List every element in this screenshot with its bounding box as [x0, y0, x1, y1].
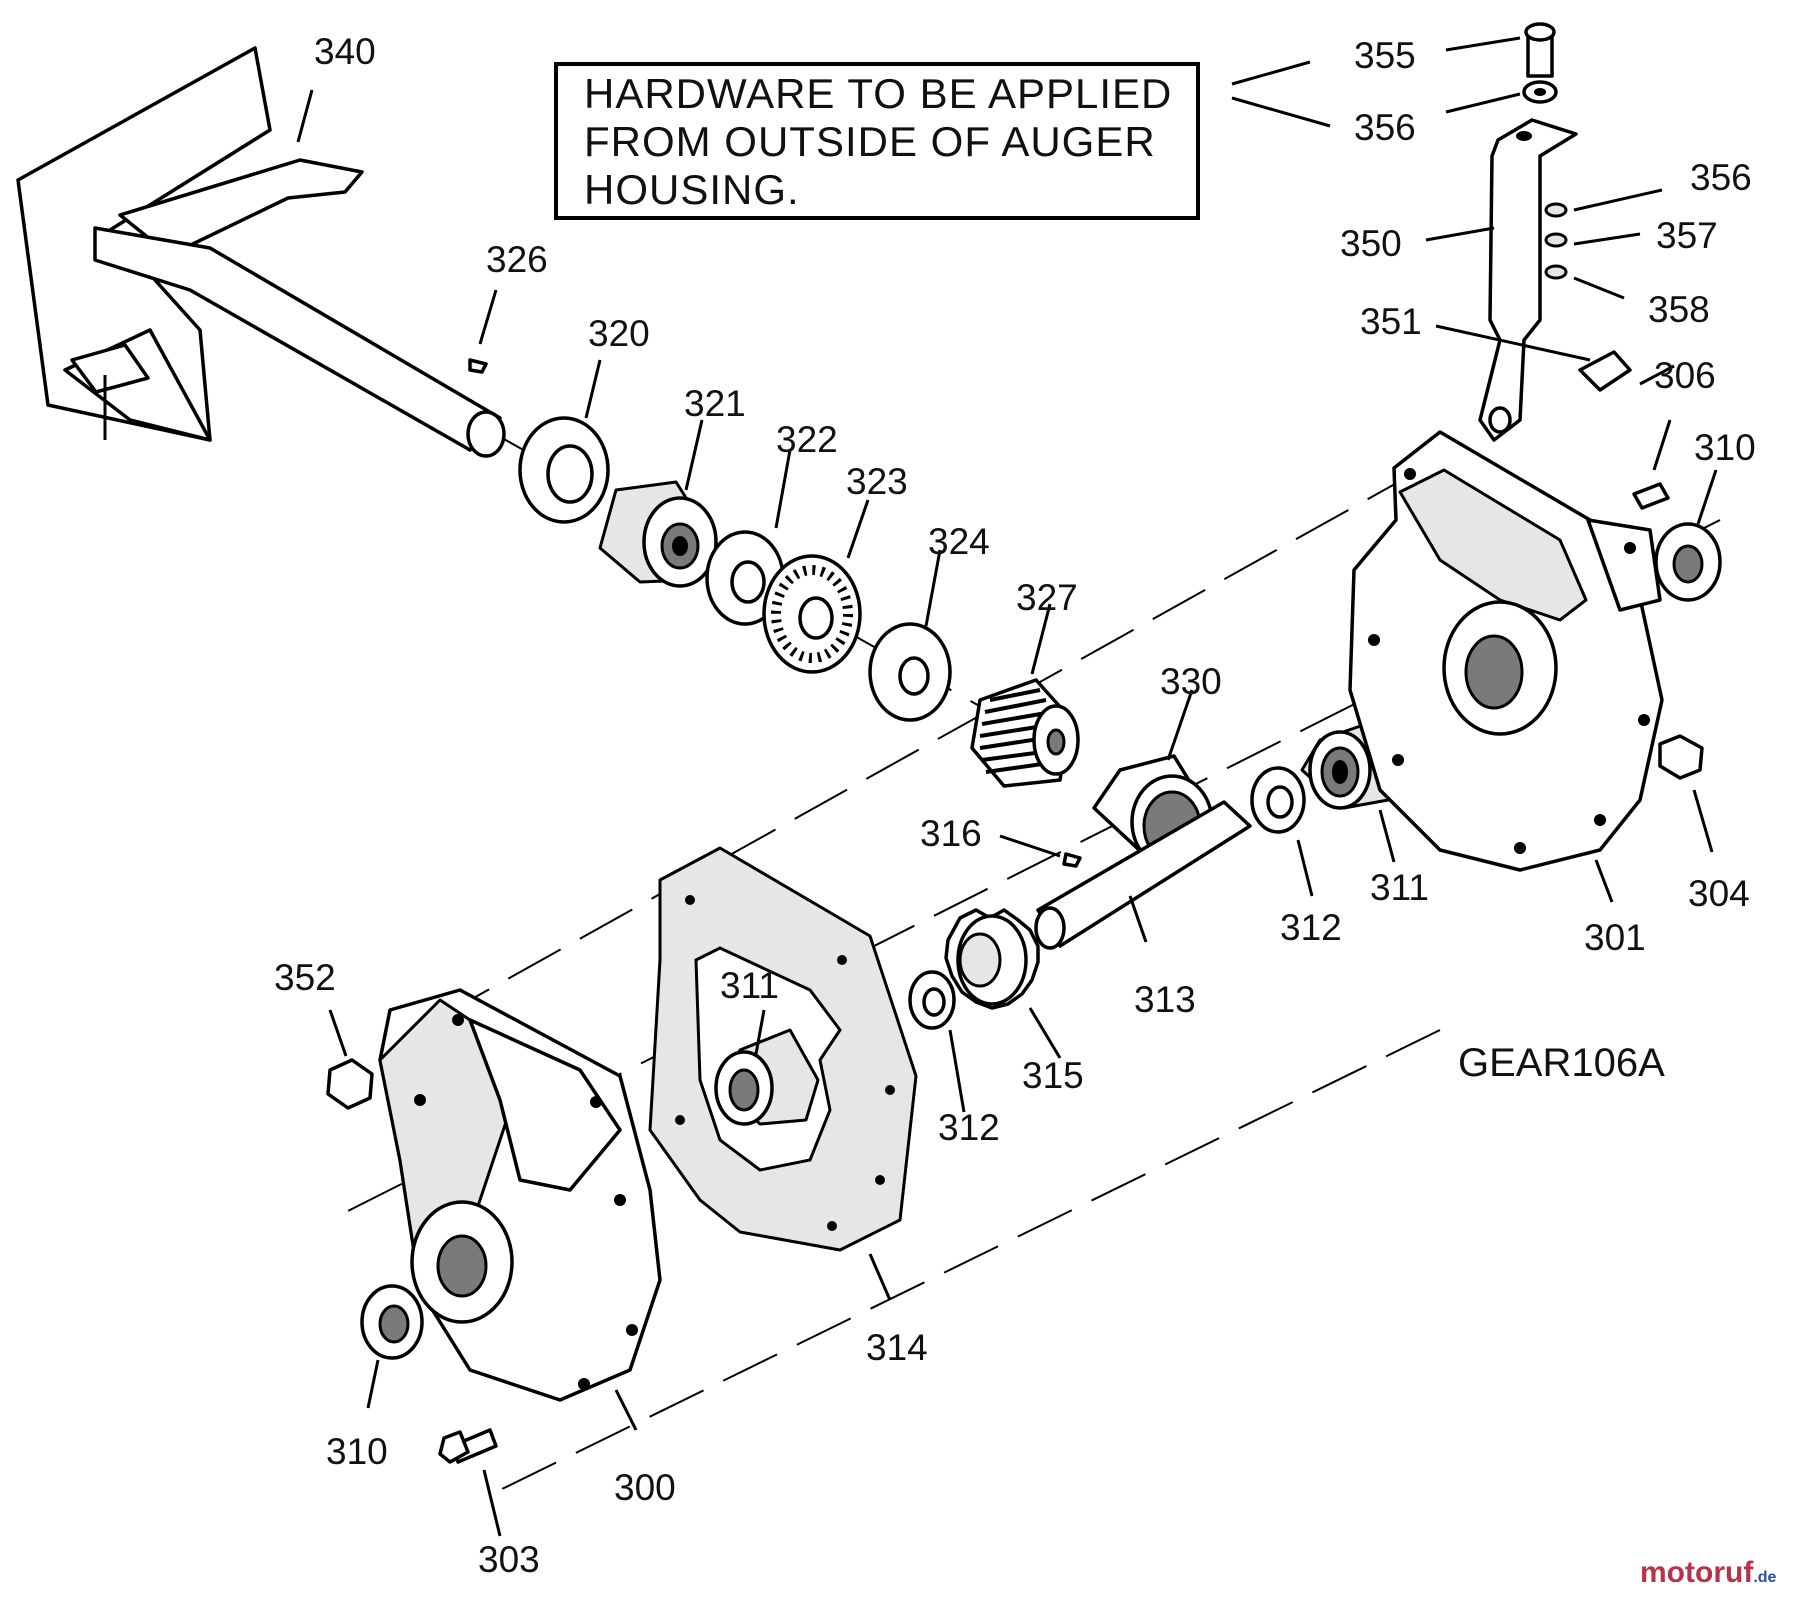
- label-327: 327: [1016, 577, 1078, 618]
- label-303: 303: [478, 1539, 540, 1580]
- washer-312-upper: [1250, 766, 1306, 834]
- bracket-350: [1478, 118, 1578, 442]
- thrust-bearing-323: [762, 554, 862, 674]
- label-330: 330: [1160, 661, 1222, 702]
- label-351: 351: [1360, 301, 1422, 342]
- gear-housing-300: [378, 988, 662, 1402]
- washer-312-lower: [908, 970, 956, 1030]
- label-340: 340: [314, 31, 376, 72]
- watermark-brand: motoruf: [1640, 1556, 1754, 1589]
- axis-upper-bolts: [469, 469, 1421, 1001]
- note-line-1: HARDWARE TO BE APPLIED: [584, 70, 1172, 117]
- note-line-3: HOUSING.: [584, 166, 800, 213]
- nut-304: [1658, 734, 1704, 780]
- label-352: 352: [274, 957, 336, 998]
- label-306: 306: [1654, 355, 1716, 396]
- label-312-lower: 312: [938, 1107, 1000, 1148]
- svg-text:motoruf.de: motoruf.de: [1640, 1556, 1777, 1589]
- bearing-310-right: [1654, 522, 1722, 602]
- label-322: 322: [776, 419, 838, 460]
- label-312-upper: 312: [1280, 907, 1342, 948]
- screw-306: [1632, 482, 1670, 510]
- label-321: 321: [684, 383, 746, 424]
- label-324: 324: [928, 521, 990, 562]
- diagram-code: GEAR106A: [1458, 1041, 1665, 1085]
- key-326: [468, 358, 488, 374]
- watermark-suffix: .de: [1753, 1569, 1776, 1586]
- washer-324: [868, 622, 952, 722]
- label-326: 326: [486, 239, 548, 280]
- label-357: 357: [1656, 215, 1718, 256]
- auger-assembly-340: [16, 46, 506, 458]
- label-355: 355: [1354, 35, 1416, 76]
- label-315: 315: [1022, 1055, 1084, 1096]
- part-labels: 340 326 320 321 322 323 324 327 330 316 …: [274, 31, 1756, 1580]
- label-316: 316: [920, 813, 982, 854]
- worm-gear-327: [970, 678, 1080, 788]
- label-320: 320: [588, 313, 650, 354]
- motoruf-watermark: motoruf.de: [1640, 1556, 1777, 1589]
- hardware-note: HARDWARE TO BE APPLIED FROM OUTSIDE OF A…: [554, 60, 1331, 220]
- screw-306-upper: [1578, 350, 1632, 392]
- label-313: 313: [1134, 979, 1196, 1020]
- bearing-310-left: [360, 1284, 424, 1360]
- label-300: 300: [614, 1467, 676, 1508]
- washer-356-top: [1522, 80, 1558, 104]
- label-350: 350: [1340, 223, 1402, 264]
- gear-315: [944, 908, 1040, 1010]
- key-316: [1062, 852, 1082, 868]
- label-358: 358: [1648, 289, 1710, 330]
- label-304: 304: [1688, 873, 1750, 914]
- bolt-355: [1524, 22, 1556, 78]
- note-line-2: FROM OUTSIDE OF AUGER: [584, 118, 1156, 165]
- label-310-left: 310: [326, 1431, 388, 1472]
- washer-320: [518, 416, 610, 524]
- nut-352: [326, 1058, 374, 1110]
- label-356-top: 356: [1354, 107, 1416, 148]
- label-310-right: 310: [1694, 427, 1756, 468]
- shaft-313: [1034, 800, 1252, 950]
- label-314: 314: [866, 1327, 928, 1368]
- label-311-lower: 311: [720, 965, 779, 1006]
- axis-lower-bolts: [499, 1029, 1441, 1491]
- bushing-311-lower: [714, 1028, 820, 1126]
- leader-lines: [296, 36, 1718, 1537]
- label-356-right: 356: [1690, 157, 1752, 198]
- bolt-303: [438, 1428, 498, 1464]
- bushing-321: [598, 480, 718, 588]
- gear-housing-301: [1348, 430, 1664, 872]
- label-323: 323: [846, 461, 908, 502]
- label-301: 301: [1584, 917, 1646, 958]
- label-311-upper: 311: [1370, 867, 1429, 908]
